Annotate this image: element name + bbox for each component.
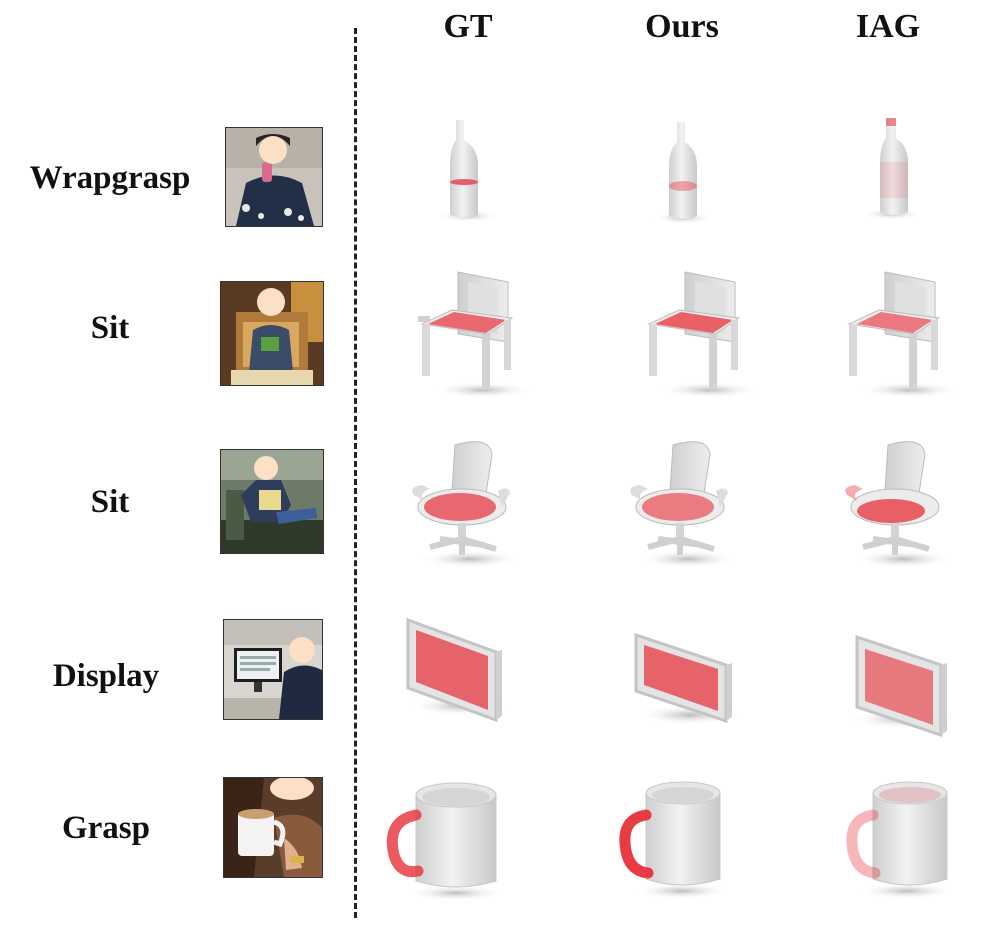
render-gt-office-chair (400, 435, 560, 585)
render-gt-wooden-chair (408, 262, 568, 412)
photo-child-wooden-chair (220, 281, 324, 386)
row-label-grasp: Grasp (61, 810, 150, 846)
row-label-display: Display (52, 658, 160, 694)
render-iag-bottle (812, 108, 972, 258)
render-iag-mug (835, 775, 995, 925)
render-gt-bottle (390, 110, 550, 260)
render-ours-office-chair (618, 435, 778, 585)
render-gt-mug (386, 775, 546, 925)
column-header-iag: IAG (855, 8, 921, 45)
row-label-wrapgrasp: Wrapgrasp (29, 160, 191, 196)
dashed-divider (354, 28, 357, 918)
render-iag-wooden-chair (845, 262, 997, 412)
photo-person-monitor (223, 619, 323, 720)
row-label-sit-2: Sit (90, 484, 130, 520)
row-label-sit-1: Sit (90, 310, 130, 346)
render-iag-office-chair (833, 435, 993, 585)
photo-woman-holding-mug (223, 777, 323, 878)
render-iag-monitor (853, 625, 997, 775)
photo-man-office-chair (220, 449, 324, 554)
render-ours-monitor (630, 625, 790, 775)
render-gt-monitor (400, 610, 560, 760)
render-ours-wooden-chair (635, 262, 795, 412)
render-ours-mug (610, 775, 770, 925)
column-header-gt: GT (443, 8, 493, 45)
column-header-ours: Ours (645, 8, 719, 45)
render-ours-bottle (605, 110, 765, 260)
photo-child-drinking (225, 127, 323, 227)
